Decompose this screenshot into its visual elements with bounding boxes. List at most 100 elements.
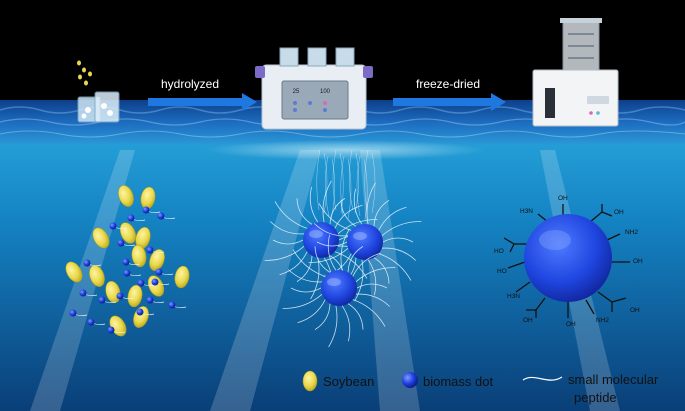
legend-peptide-label-2: peptide: [574, 390, 617, 405]
peptide-strand: [341, 305, 351, 342]
peptide-strand: [309, 186, 319, 223]
peptide-strand: [381, 247, 416, 261]
peptide-strand: [347, 303, 364, 330]
beaker-group: [77, 91, 120, 123]
peptide-strand: [373, 257, 390, 284]
peptide-strand: [296, 255, 313, 282]
peptide-strand: [352, 299, 386, 327]
peptide-strand: [366, 182, 376, 225]
peptide-strand: [378, 253, 412, 281]
bond-line: [503, 237, 527, 253]
peptide-strand: [308, 247, 349, 263]
peptide-strand: [327, 234, 337, 271]
peptide-strand: [334, 204, 363, 229]
legend-peptide-icon: [522, 376, 563, 381]
peptide-strand: [328, 305, 338, 348]
peptide-strand: [382, 237, 414, 243]
biomass-dot: [321, 270, 357, 306]
bond-line: [507, 261, 526, 269]
chem-top-left: H3N: [520, 208, 533, 215]
rising-strand: [364, 149, 369, 211]
soybean-dot-mixture: [65, 185, 190, 337]
peptide-strand: [297, 299, 326, 324]
bond-line: [515, 281, 531, 293]
small-biomass-dot: [107, 326, 115, 334]
small-biomass-dot: [146, 296, 154, 304]
peptide-strand: [314, 246, 331, 273]
legend-dot-label: biomass dot: [423, 374, 493, 389]
peptide-strand: [381, 221, 422, 237]
small-biomass-dot: [117, 239, 125, 247]
small-biomass-dot: [136, 308, 144, 316]
chem-bottom-left-cooh: OH: [523, 317, 533, 324]
falling-beans: [77, 60, 92, 86]
small-biomass-dot: [146, 246, 154, 254]
chem-right-nh: NH2: [625, 229, 638, 236]
hydrolyzed-label: hydrolyzed: [161, 77, 219, 91]
rising-strand: [324, 155, 330, 217]
peptide-strand: [347, 246, 364, 273]
device-display-right: 100: [320, 89, 331, 95]
dot-highlight: [309, 230, 323, 238]
chem-bottom-right-cooh: OH: [630, 307, 640, 314]
soybean: [118, 185, 134, 207]
chem-bottom-nh: NH2: [596, 317, 609, 324]
small-biomass-dot: [83, 259, 91, 267]
small-biomass-dot: [109, 222, 117, 230]
small-biomass-dot: [168, 301, 176, 309]
biomass-dots-with-peptides: [264, 149, 422, 348]
peptide-strand: [322, 180, 332, 223]
small-biomass-dot: [116, 292, 124, 300]
peptide-strand: [318, 203, 352, 231]
peptide-strand: [272, 239, 304, 245]
rising-strand: [347, 158, 352, 220]
peptide-strand: [270, 221, 305, 235]
chem-top-cooh: OH: [614, 209, 624, 216]
dot-highlight: [327, 278, 341, 286]
small-biomass-dot: [122, 258, 130, 266]
rising-strand: [348, 149, 354, 211]
dot-highlight: [353, 232, 367, 240]
peptide-strand: [337, 219, 378, 235]
peptide-strand: [288, 269, 323, 283]
rising-strand: [363, 158, 368, 220]
bond-line: [606, 233, 621, 241]
peptide-strand: [279, 251, 308, 276]
device-display-left: 25: [293, 89, 300, 95]
peptide-strand: [378, 206, 407, 231]
soybean: [131, 244, 147, 268]
small-biomass-dot: [151, 278, 159, 286]
hydrolysis-device: 25 100: [255, 47, 373, 130]
small-biomass-dot: [79, 289, 87, 297]
soybean: [105, 280, 121, 304]
chem-left-nh: H3N: [507, 293, 520, 300]
functional-group-bonds: [503, 204, 630, 318]
peptide-strand: [353, 188, 363, 225]
rising-strand: [340, 155, 345, 217]
small-biomass-dot: [69, 309, 77, 317]
small-biomass-dot: [157, 212, 165, 220]
freeze-dried-label: freeze-dried: [416, 77, 480, 91]
peptide-strand: [373, 200, 390, 227]
chem-right-oh: OH: [633, 258, 643, 265]
peptide-strand: [355, 267, 396, 283]
legend-dot-icon: [402, 372, 418, 388]
peptide-strand: [310, 257, 320, 300]
peptide-strand: [314, 303, 331, 330]
legend-peptide-label-1: small molecular: [568, 372, 659, 387]
peptide-strand: [282, 293, 323, 309]
rising-strand: [332, 149, 337, 211]
biomass-dot: [347, 224, 383, 260]
bond-line: [589, 204, 613, 223]
soybean: [149, 249, 165, 271]
biomass-dot: [303, 222, 339, 258]
peptide-strand: [316, 241, 348, 247]
large-biomass-dot: [524, 214, 612, 302]
freeze-dryer: [532, 18, 619, 127]
biomass-dot-structure: H3N OH OH NH2 OH OH NH2 OH OH H3N HO HO: [494, 195, 643, 328]
small-biomass-dot: [137, 279, 145, 287]
surface-glow: [205, 140, 485, 160]
soybean: [65, 261, 83, 283]
peptide-strand: [296, 198, 313, 225]
